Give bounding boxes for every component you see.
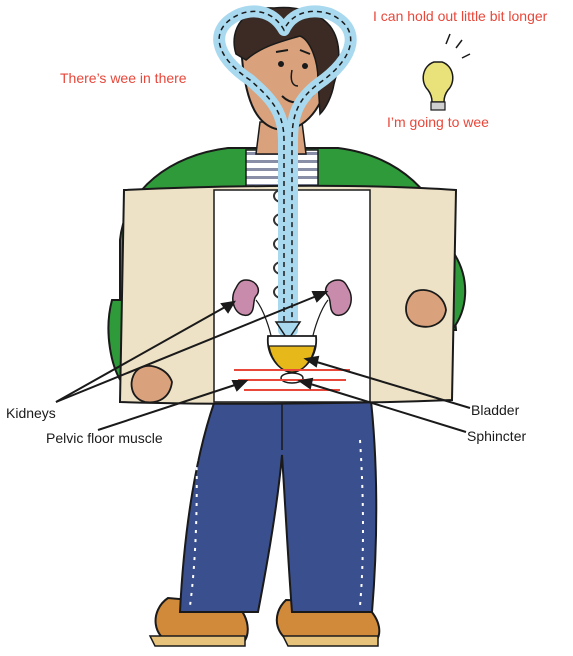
label-pelvic-floor: Pelvic floor muscle xyxy=(46,430,163,446)
label-bladder: Bladder xyxy=(471,402,519,418)
thought-going-to-wee: I’m going to wee xyxy=(387,114,489,130)
label-sphincter: Sphincter xyxy=(467,428,526,444)
trousers xyxy=(180,392,376,612)
label-kidneys: Kidneys xyxy=(6,405,56,421)
light-bulb-icon xyxy=(423,34,470,110)
thought-hold-on: I can hold out little bit longer xyxy=(373,8,547,24)
thought-wee-in-there: There’s wee in there xyxy=(60,70,187,86)
